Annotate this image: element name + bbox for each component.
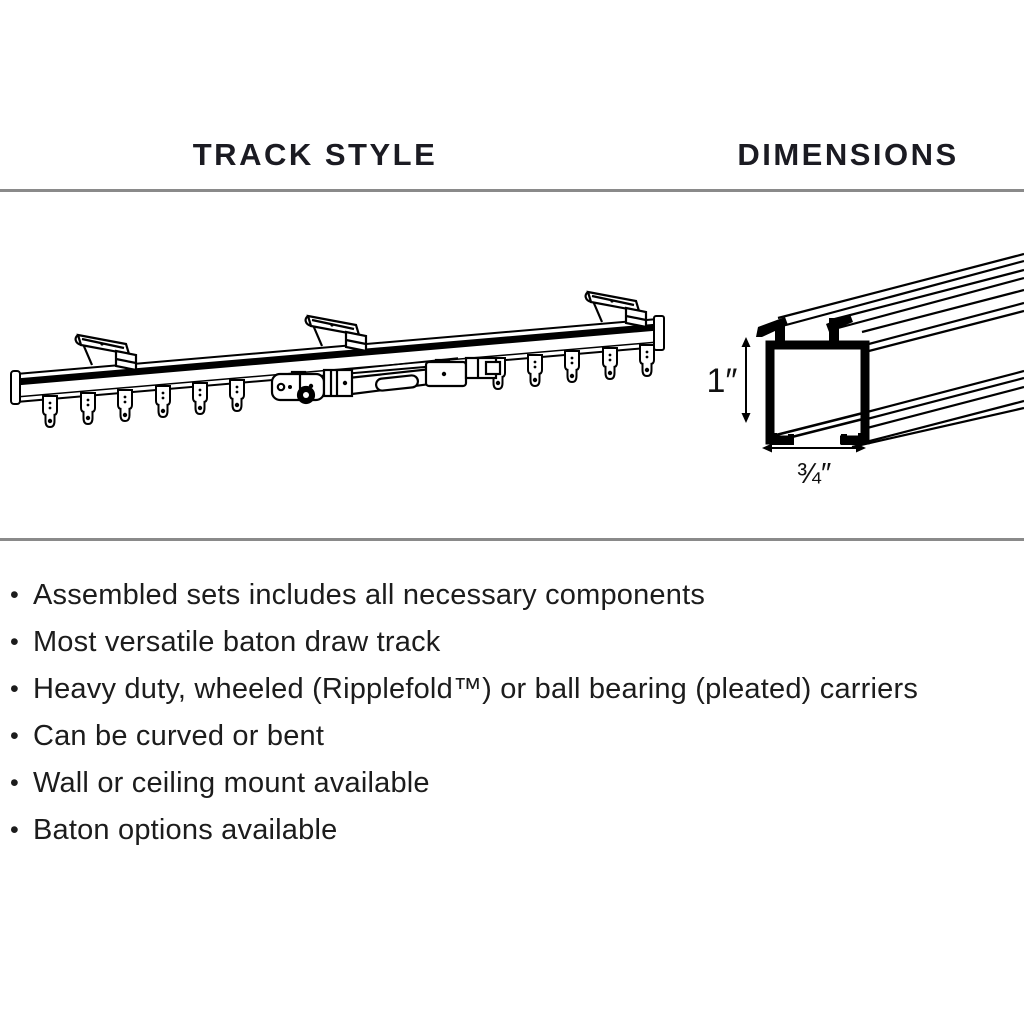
list-item: • Most versatile baton draw track	[10, 619, 918, 666]
dimensions-heading: DIMENSIONS	[737, 137, 959, 172]
bullet-icon: •	[10, 581, 19, 609]
feature-list: • Assembled sets includes all necessary …	[10, 572, 918, 854]
list-item: • Can be curved or bent	[10, 713, 918, 760]
bullet-icon: •	[10, 816, 19, 844]
feature-text: Wall or ceiling mount available	[32, 767, 430, 799]
feature-text: Assembled sets includes all necessary co…	[32, 579, 706, 611]
width-arrow: ¾″	[762, 443, 866, 490]
list-item: • Heavy duty, wheeled (Ripplefold™) or b…	[10, 666, 918, 713]
feature-text: Baton options available	[32, 814, 338, 846]
bullet-icon: •	[10, 722, 19, 750]
mounting-bracket	[74, 333, 138, 372]
height-label: 1″	[707, 362, 738, 400]
mounting-bracket	[584, 290, 648, 329]
feature-text: Heavy duty, wheeled (Ripplefold™) or bal…	[32, 673, 919, 705]
bullet-icon: •	[10, 628, 19, 656]
extrusion-lines	[777, 252, 1024, 449]
width-label: ¾″	[797, 458, 831, 490]
bullet-icon: •	[10, 769, 19, 797]
height-arrow: 1″	[707, 337, 751, 423]
bullet-icon: •	[10, 675, 19, 703]
feature-text: Can be curved or bent	[32, 720, 325, 752]
track-rail	[10, 315, 665, 405]
list-item: • Assembled sets includes all necessary …	[10, 572, 918, 619]
feature-text: Most versatile baton draw track	[32, 626, 441, 658]
middle-divider	[0, 538, 1024, 541]
track-illustration	[10, 290, 665, 428]
top-divider	[0, 189, 1024, 192]
list-item: • Wall or ceiling mount available	[10, 760, 918, 807]
mounting-bracket	[304, 314, 368, 353]
list-item: • Baton options available	[10, 807, 918, 854]
track-profile-illustration: 1″ ¾″	[707, 252, 1024, 490]
master-carrier	[270, 356, 502, 405]
profile-cross-section	[756, 314, 870, 450]
track-style-heading: TRACK STYLE	[192, 137, 438, 172]
